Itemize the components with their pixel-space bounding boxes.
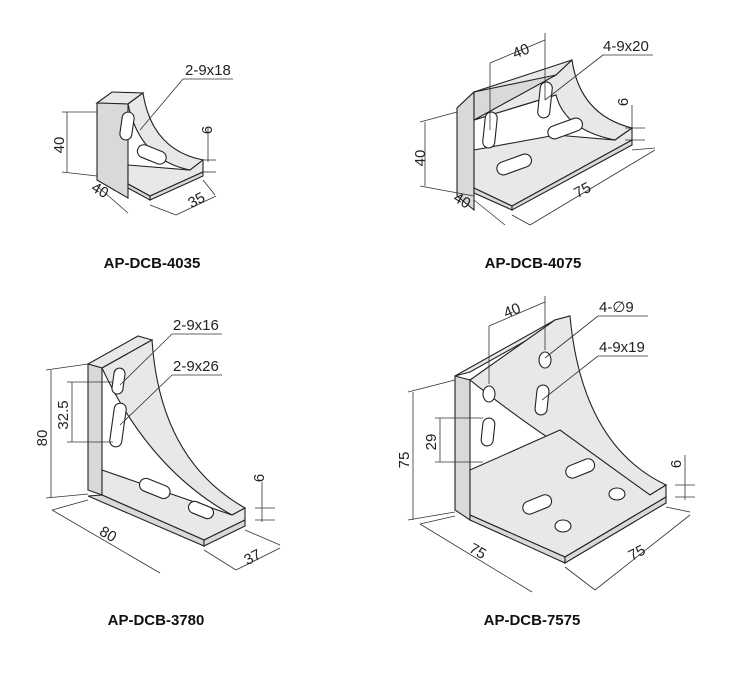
bracket-4075 xyxy=(419,33,656,226)
hole-label: 2-9x16 xyxy=(173,317,219,334)
thickness-label: 6 xyxy=(251,474,268,482)
height-label: 40 xyxy=(51,137,68,154)
thickness-label: 6 xyxy=(615,98,632,106)
bracket-7575 xyxy=(407,296,695,593)
bracket-4035 xyxy=(61,78,233,216)
pitch-label: 32.5 xyxy=(55,400,72,429)
model-caption: AP-DCB-4075 xyxy=(485,255,582,272)
hole-label: 4-9x19 xyxy=(599,339,645,356)
height-label: 80 xyxy=(34,430,51,447)
pitch-label: 29 xyxy=(423,434,440,451)
model-caption: AP-DCB-3780 xyxy=(108,612,205,629)
width-label: 80 xyxy=(96,523,119,546)
depth-label: 75 xyxy=(466,540,489,563)
depth-label: 35 xyxy=(185,189,208,212)
hole-label: 2-9x26 xyxy=(173,358,219,375)
model-caption: AP-DCB-4035 xyxy=(104,255,201,272)
hole-label: 4-9x20 xyxy=(603,38,649,55)
pitch-label: 40 xyxy=(510,40,532,62)
thickness-label: 6 xyxy=(199,126,216,134)
width-label: 40 xyxy=(88,179,111,202)
width-label: 75 xyxy=(571,179,594,202)
bracket-3780 xyxy=(45,333,281,574)
height-label: 75 xyxy=(396,452,413,469)
width-label: 75 xyxy=(626,542,649,565)
depth-label: 37 xyxy=(241,546,264,569)
hole-label: 4-∅9 xyxy=(599,299,634,316)
thickness-label: 6 xyxy=(668,460,685,468)
model-caption: AP-DCB-7575 xyxy=(484,612,581,629)
hole-label: 2-9x18 xyxy=(185,62,231,79)
height-label: 40 xyxy=(412,150,429,167)
depth-label: 40 xyxy=(450,189,473,212)
pitch-label: 40 xyxy=(501,300,523,322)
